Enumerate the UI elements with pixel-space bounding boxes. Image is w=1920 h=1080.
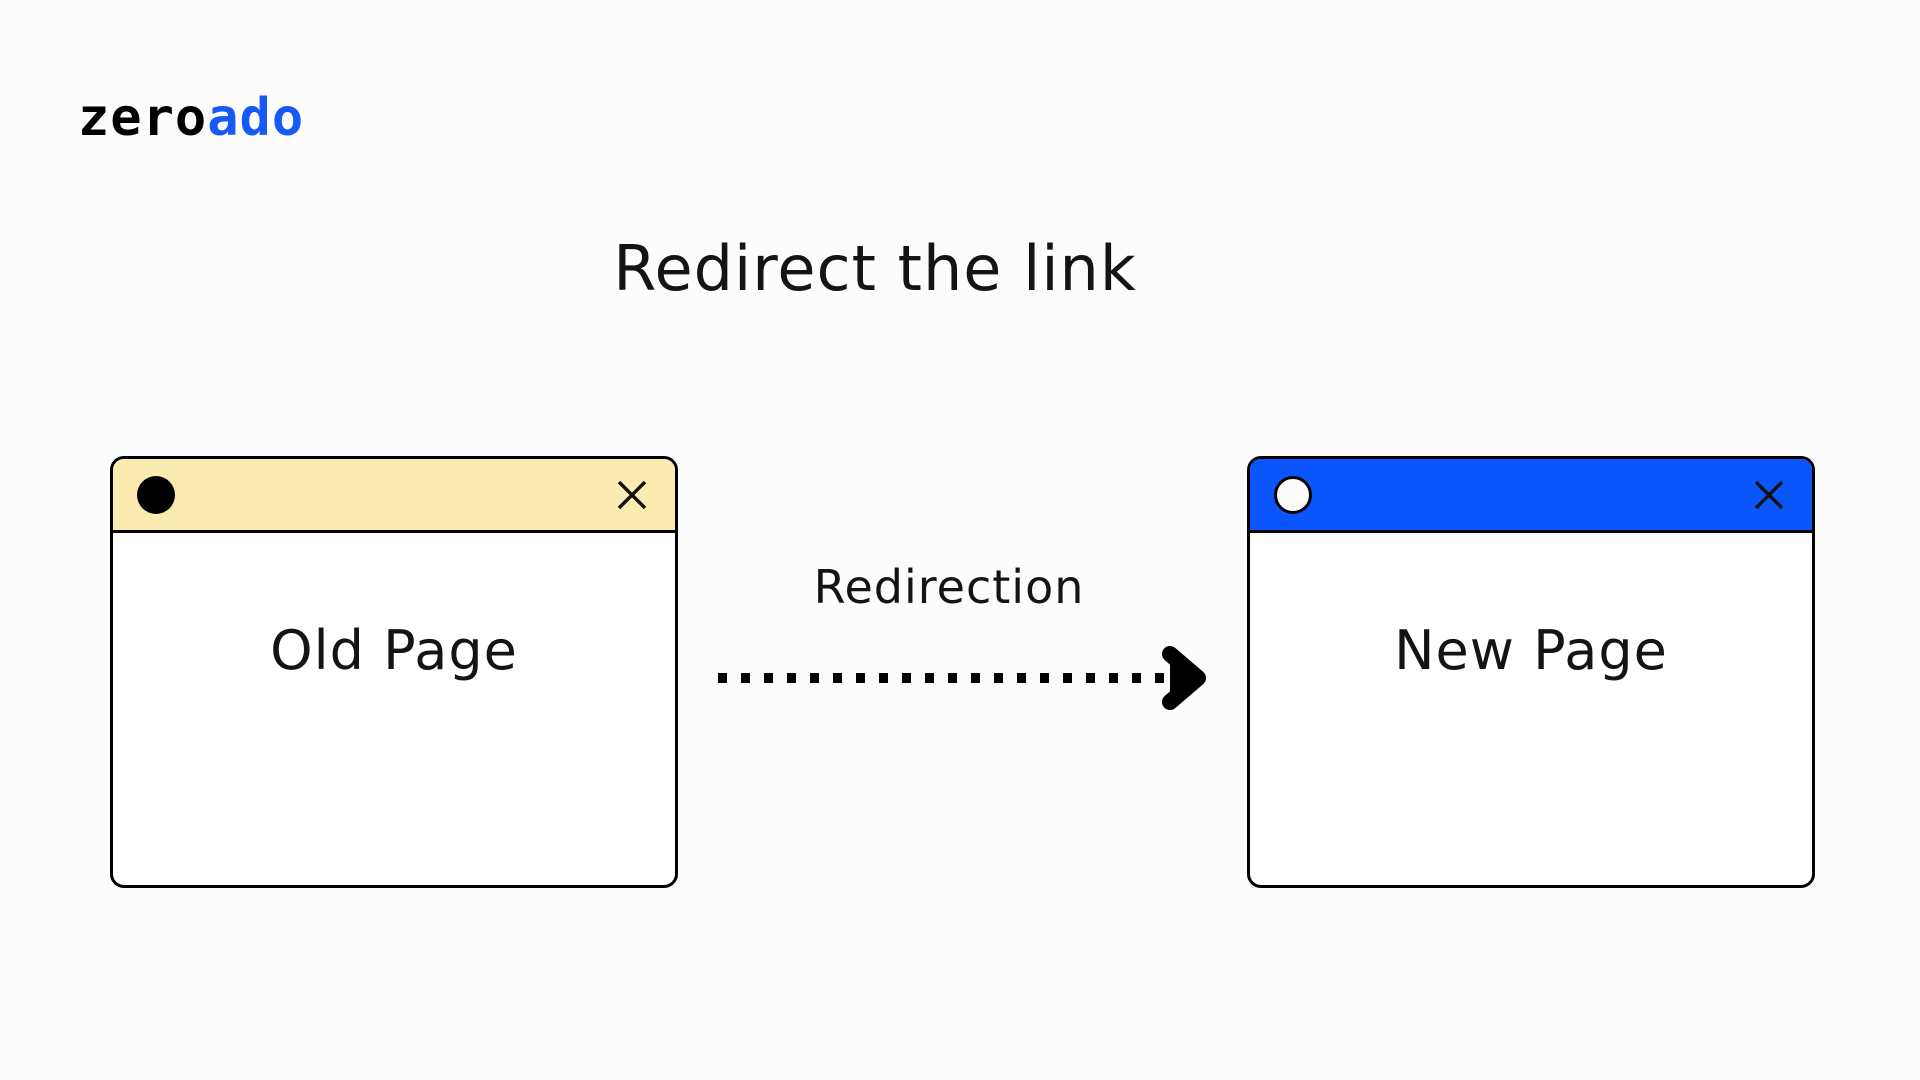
new-page-titlebar — [1250, 459, 1812, 533]
brand-logo[interactable]: zeroado — [78, 92, 304, 144]
new-page-label: New Page — [1394, 619, 1668, 682]
close-x-icon[interactable] — [615, 478, 649, 512]
dotted-arrow-right-icon — [718, 646, 1206, 710]
old-page-label: Old Page — [270, 619, 518, 682]
new-page-window: New Page — [1247, 456, 1815, 888]
hollow-circle-icon — [1274, 475, 1312, 514]
close-x-icon[interactable] — [1752, 478, 1786, 512]
old-page-body: Old Page — [113, 533, 675, 885]
old-page-window: Old Page — [110, 456, 678, 888]
brand-logo-accent: ado — [207, 88, 305, 148]
page-title: Redirect the link — [613, 232, 1137, 305]
redirection-label: Redirection — [813, 560, 1085, 614]
filled-circle-icon — [137, 475, 175, 514]
new-page-body: New Page — [1250, 533, 1812, 885]
old-page-titlebar — [113, 459, 675, 533]
brand-logo-primary: zero — [78, 88, 208, 148]
redirection-connector: Redirection — [718, 560, 1228, 720]
